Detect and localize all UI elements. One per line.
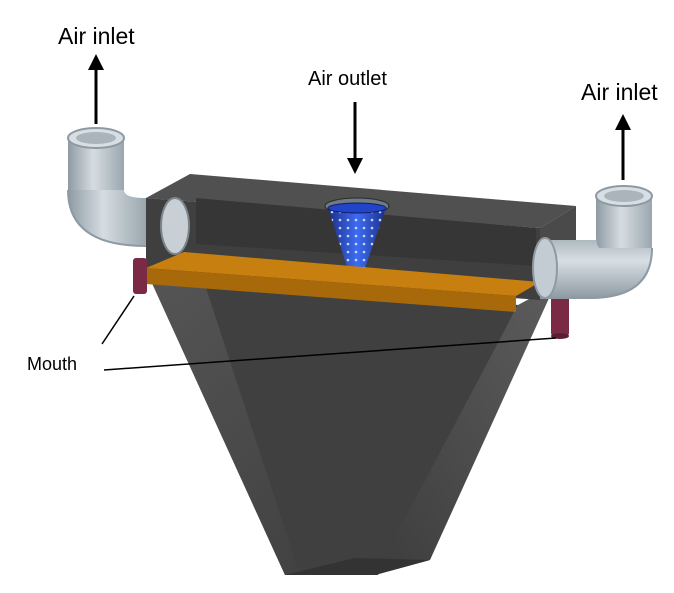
hopper-bottom-outlet [285,558,430,575]
arrow-down-icon [347,102,363,174]
deflector-plate [146,252,540,312]
left-inlet-pipe [67,127,147,247]
mouth-nozzle-left [133,258,147,294]
hopper [146,270,555,575]
hopper-right-face [375,285,555,575]
right-inlet-pipe [532,185,653,299]
air-inlet-left-label: Air inlet [58,23,135,49]
mouth-nozzle-right [551,292,569,336]
plate-front [146,268,516,312]
perforated-cone [327,202,387,282]
left-inlet-opening [160,197,190,255]
mouth-nozzles [133,258,569,339]
arrow-up-icon [615,114,631,180]
mouth-leader-lines [101,295,557,371]
air-inlet-right-label: Air inlet [581,79,658,105]
air-outlet-label: Air outlet [308,68,387,90]
mouth-label: Mouth [27,354,77,374]
arrow-up-icon [88,54,104,124]
plate-top [146,252,540,296]
